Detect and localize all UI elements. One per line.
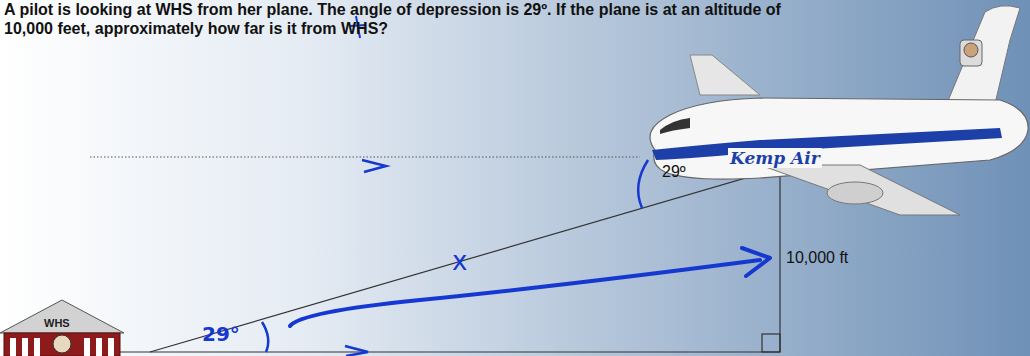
horizontal-line: [90, 157, 640, 158]
alternate-angle-arrow: [290, 260, 760, 326]
unknown-label: x: [452, 246, 467, 276]
airline-name: Kemp Air: [728, 148, 822, 168]
angle-label: 29º: [662, 163, 686, 181]
angle-arc: [262, 322, 268, 352]
airplane: [650, 6, 1028, 215]
angle-arc: [638, 160, 648, 208]
angle-label: 29°: [202, 322, 240, 346]
altitude-line: [779, 168, 780, 352]
line-of-sight: [150, 168, 780, 352]
arrow-head: [742, 248, 770, 276]
problem-text: A pilot is looking at WHS from her plane…: [4, 0, 804, 38]
dimension-label: 10,000 ft: [786, 249, 848, 267]
parallel-mark: [362, 160, 386, 172]
parallel-mark: [345, 346, 368, 356]
right-angle-mark: [762, 334, 780, 352]
ground-line: [120, 351, 780, 352]
school-building: [0, 300, 124, 356]
building-name: WHS: [44, 317, 70, 329]
